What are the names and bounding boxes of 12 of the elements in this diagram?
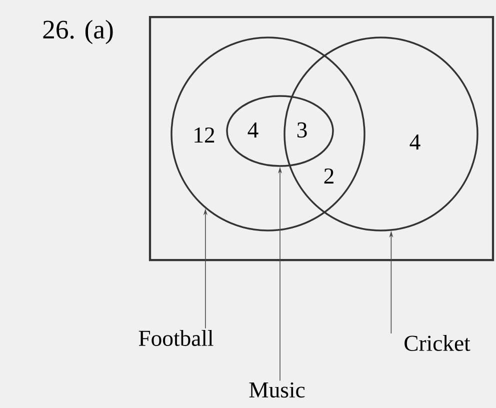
set-label: Cricket — [404, 335, 470, 351]
region-count: 2 — [324, 168, 334, 184]
region-count: 4 — [248, 122, 258, 138]
region-count: 3 — [297, 122, 307, 138]
region-count: 4 — [410, 134, 420, 150]
question-number: 26. (a) — [43, 20, 113, 44]
set-ellipse — [226, 95, 334, 167]
set-label: Music — [249, 382, 305, 398]
set-label: Football — [138, 330, 214, 346]
set-circle — [284, 36, 478, 232]
universal-set-rectangle — [148, 16, 494, 262]
set-circle — [170, 36, 366, 232]
